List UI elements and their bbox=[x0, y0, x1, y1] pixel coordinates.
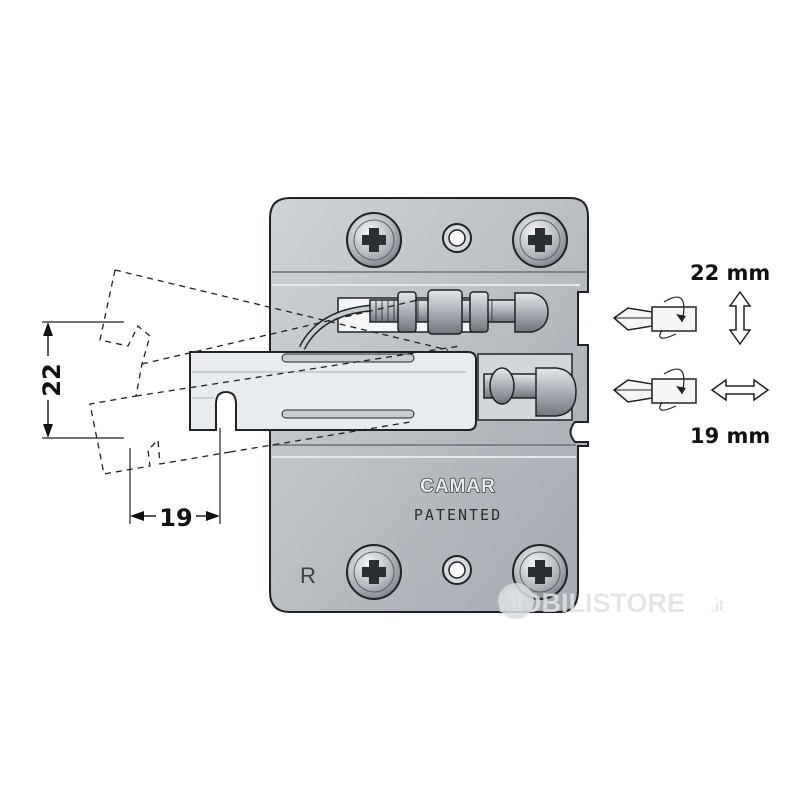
screwdriver-upper-icon bbox=[612, 296, 697, 339]
screw-top-right-icon bbox=[512, 212, 568, 268]
horizontal-arrow-icon bbox=[710, 378, 770, 402]
dimension-vertical-value: 22 bbox=[38, 363, 66, 396]
dimension-vertical: 22 bbox=[36, 321, 124, 439]
watermark: MOBILISTORE .it bbox=[498, 583, 724, 619]
watermark-main: MOBILISTORE bbox=[498, 588, 685, 618]
mounting-hole-top-icon bbox=[442, 223, 472, 253]
screw-bottom-right-icon bbox=[512, 544, 568, 600]
screw-bottom-left-icon bbox=[346, 544, 402, 600]
watermark-suffix: .it bbox=[710, 596, 724, 616]
screw-top-left-icon bbox=[346, 212, 402, 268]
side-marker: R bbox=[300, 563, 316, 588]
adjusted-position-outline bbox=[89, 269, 461, 475]
horizontal-adjust-label: 19 mm bbox=[690, 424, 770, 448]
dimension-horizontal: 19 bbox=[129, 428, 221, 532]
vertical-adjust-screw-icon bbox=[298, 289, 549, 350]
vertical-arrow-icon bbox=[728, 290, 752, 346]
brand-stamp: CAMAR bbox=[420, 476, 496, 497]
horizontal-adjust-screw-icon bbox=[477, 353, 577, 421]
hook-arm bbox=[189, 351, 477, 431]
mounting-hole-bottom-icon bbox=[442, 555, 472, 585]
screwdriver-lower-icon bbox=[612, 368, 697, 411]
dimension-horizontal-value: 19 bbox=[159, 504, 192, 532]
vertical-adjust-label: 22 mm bbox=[690, 261, 770, 285]
patent-stamp: PATENTED bbox=[414, 506, 502, 524]
